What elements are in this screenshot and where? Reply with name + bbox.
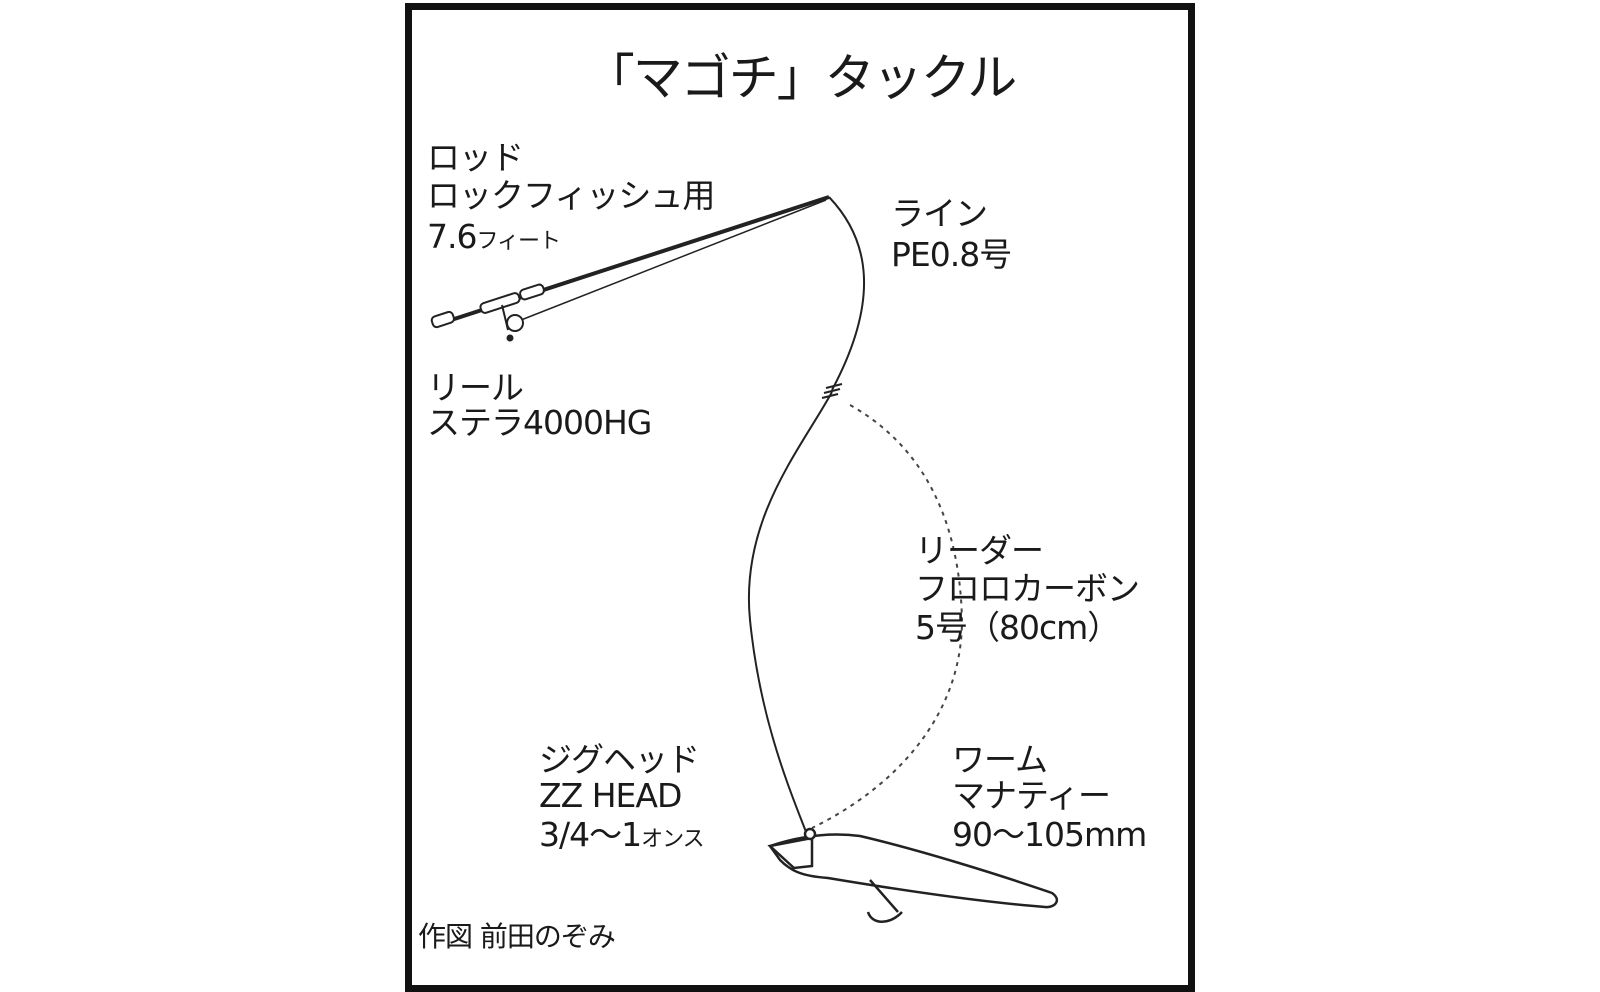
rod-type: ロックフィッシュ用 [427, 176, 715, 215]
worm-size: 90〜105mm [952, 815, 1147, 854]
rod-length-unit: フィート [476, 229, 561, 254]
rod-icon [430, 195, 830, 331]
jighead-weight-unit: オンス [641, 827, 705, 852]
jighead-model: ZZ HEAD [539, 776, 682, 815]
reel-model: ステラ4000HG [427, 403, 652, 442]
leader-length-arc [811, 404, 964, 829]
jighead-weight-value: 3/4〜1 [539, 815, 642, 854]
diagram-frame [405, 3, 1195, 992]
leader-label: リーダー [915, 531, 1044, 570]
jighead-label: ジグヘッド [539, 740, 700, 779]
worm-model: マナティー [952, 776, 1111, 815]
leader-spec: 5号（80cm） [915, 608, 1120, 647]
main-line [828, 196, 866, 391]
leader-line [747, 391, 833, 833]
leader-type: フロロカーボン [915, 569, 1140, 608]
rod-length-value: 7.6 [427, 217, 477, 256]
line-knot-icon [821, 383, 843, 399]
illustration-credit: 作図 前田のぞみ [418, 920, 616, 953]
worm-label: ワーム [952, 740, 1048, 779]
reel-label: リール [427, 368, 524, 407]
rod-label: ロッド [427, 138, 524, 177]
line-label: ライン [891, 194, 988, 233]
jighead-weight: 3/4〜1オンス [539, 815, 705, 859]
reel-icon [506, 314, 524, 342]
diagram-title: 「マゴチ」タックル [584, 49, 1018, 107]
rod-length: 7.6フィート [427, 217, 561, 261]
line-spec: PE0.8号 [891, 235, 1012, 274]
jighead-lure-icon [767, 827, 1059, 923]
